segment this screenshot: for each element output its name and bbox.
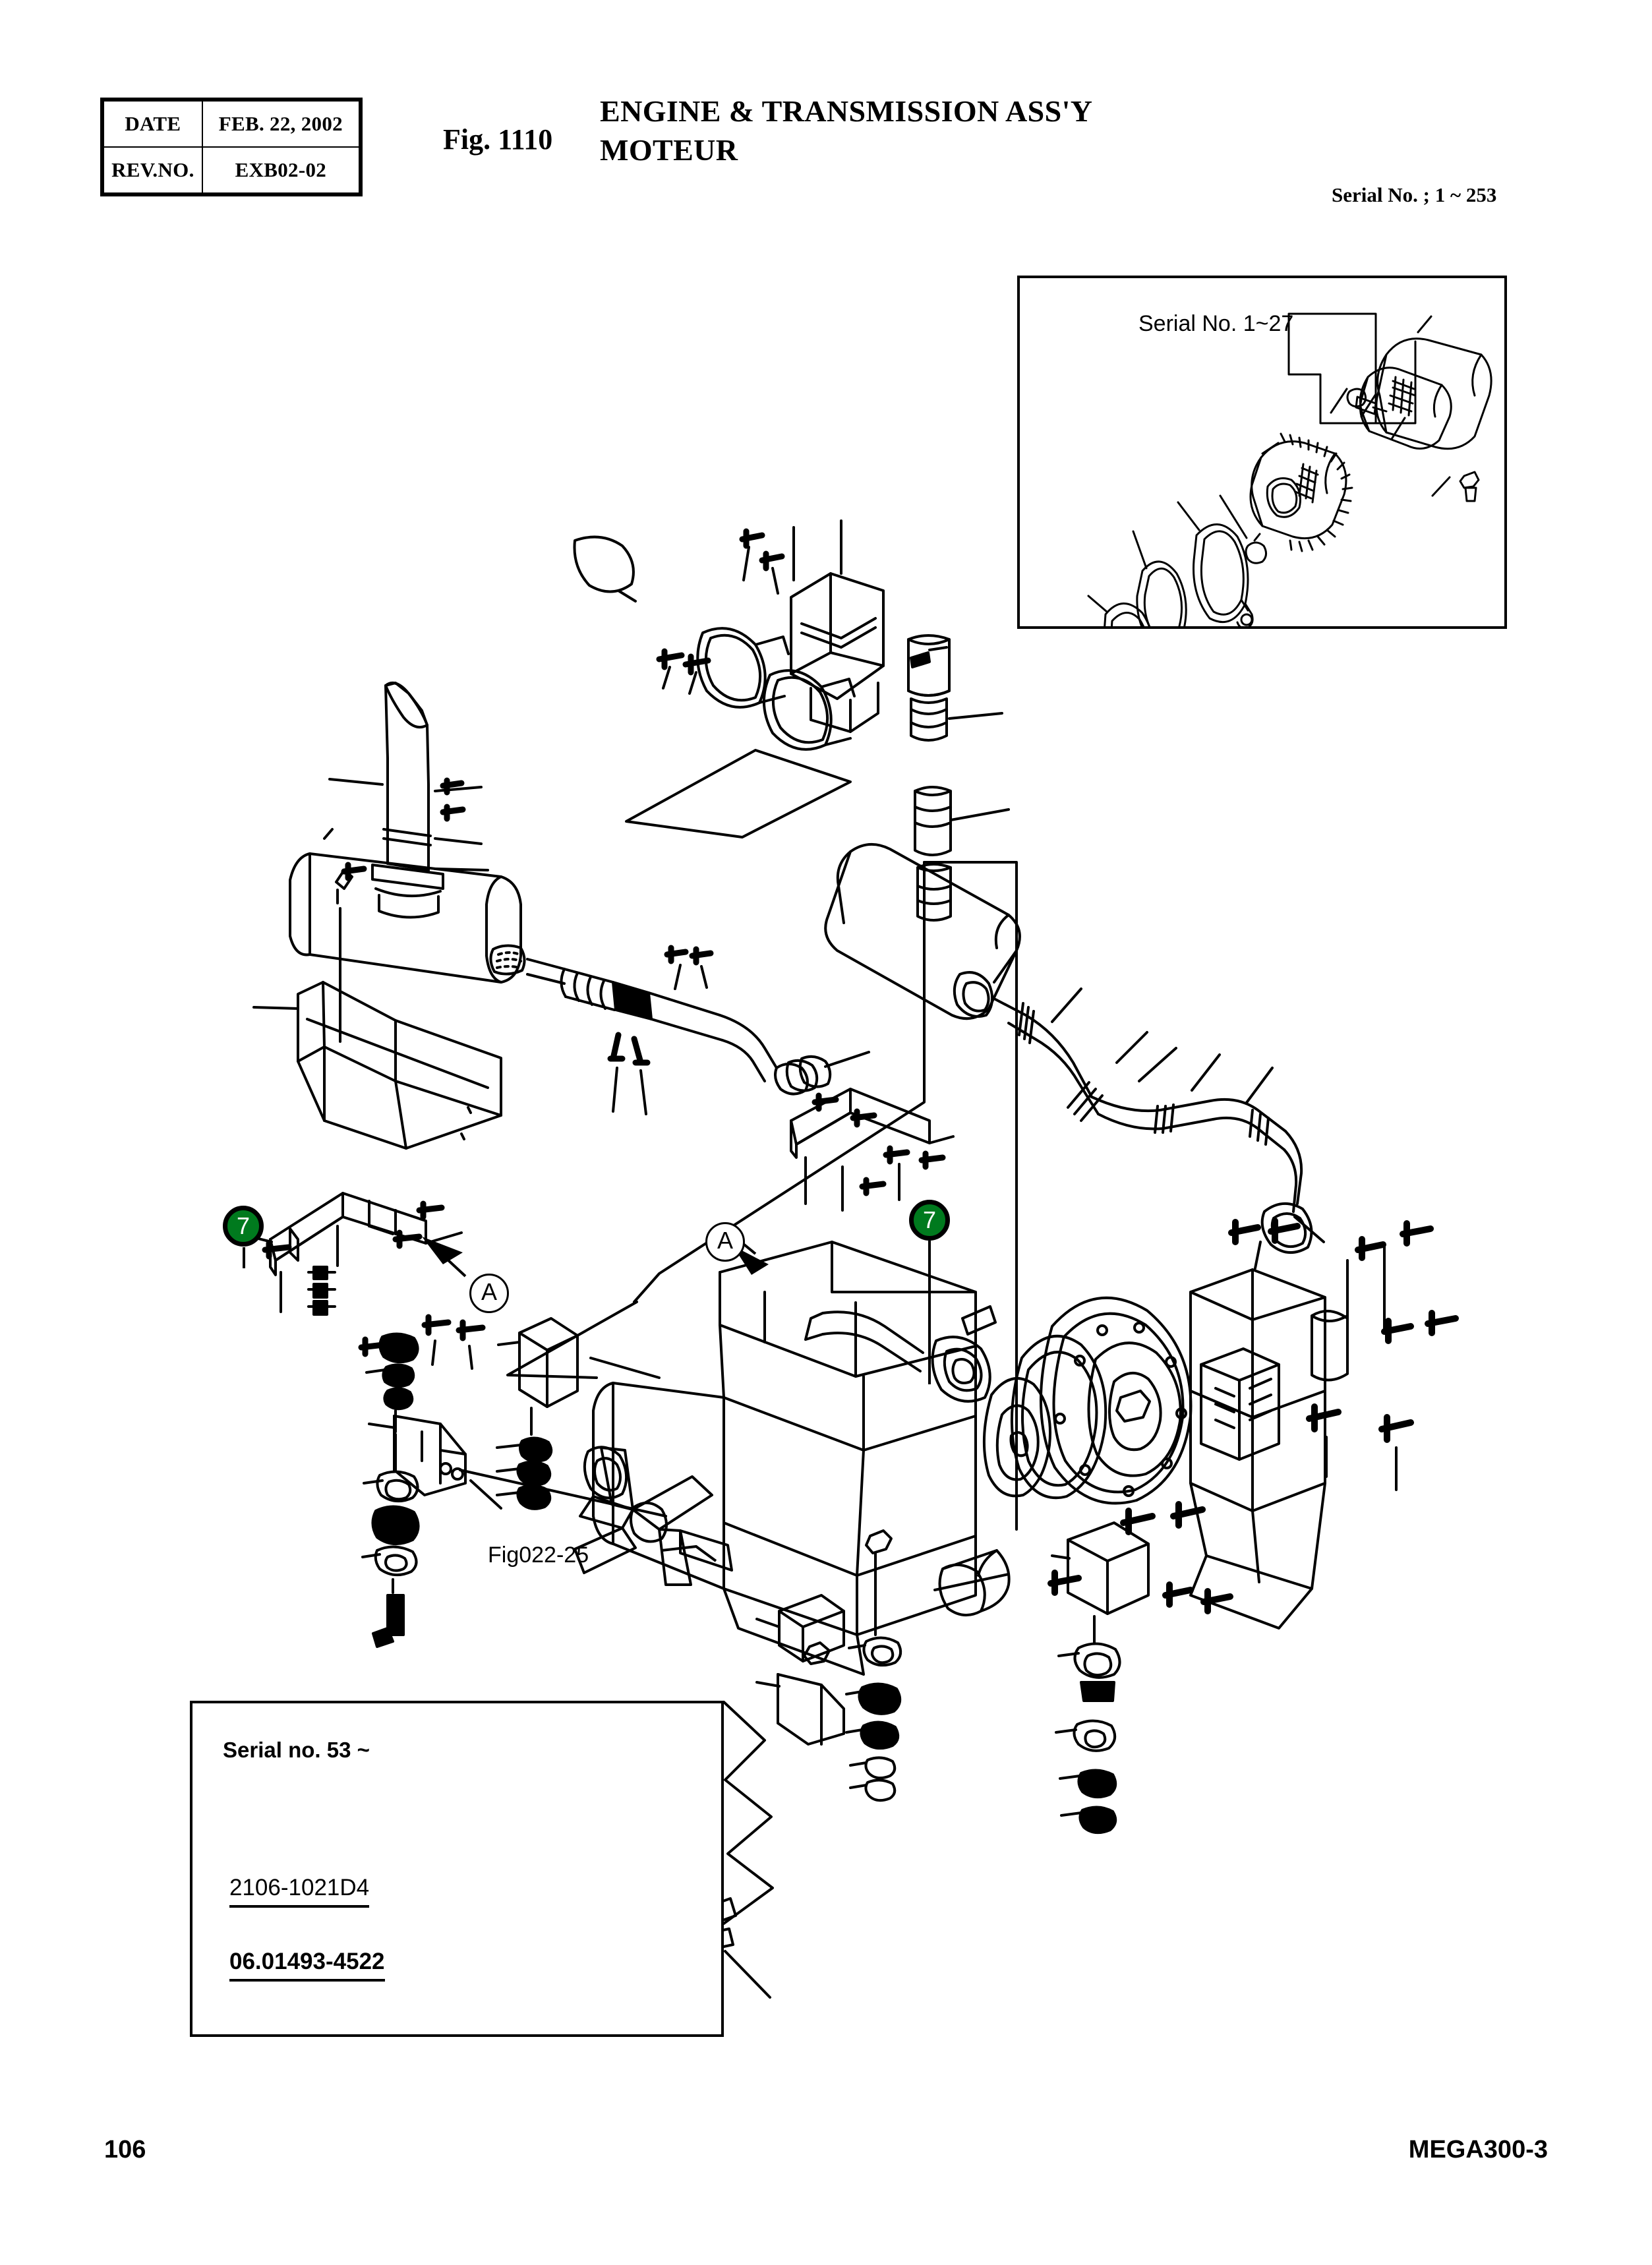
title-french: MOTEUR	[600, 132, 738, 167]
inset-air-cleaner-label: Serial No. 1~27	[1138, 311, 1294, 336]
belt-part-number-1: 2106-1021D4	[229, 1875, 370, 1908]
figure-reference-label: Fig022-25	[488, 1543, 589, 1568]
page-title: ENGINE & TRANSMISSION ASS'Y MOTEUR	[600, 92, 1092, 170]
revno-value: EXB02-02	[201, 146, 362, 195]
page-number: 106	[104, 2136, 146, 2163]
table-row: DATE FEB. 22, 2002	[102, 99, 362, 148]
section-marker-a-left: A	[469, 1274, 509, 1313]
serial-number-note: Serial No. ; 1 ~ 253	[1332, 183, 1497, 206]
title-english: ENGINE & TRANSMISSION ASS'Y	[600, 94, 1093, 128]
revno-label: REV.NO.	[102, 146, 203, 195]
inset-belt-label: Serial no. 53 ~	[223, 1738, 370, 1762]
figure-number: Fig. 1110	[443, 123, 553, 156]
section-marker-a-mid: A	[705, 1222, 745, 1262]
inset-belt-detail: Serial no. 53 ~ 2106-1021D4 06.01493-452…	[190, 1701, 724, 2037]
revision-table: DATE FEB. 22, 2002 REV.NO. EXB02-02	[100, 98, 363, 196]
belt-part-number-2: 06.01493-4522	[229, 1949, 385, 1982]
table-row: REV.NO. EXB02-02	[102, 146, 362, 195]
callout-item-7-left[interactable]: 7	[223, 1206, 264, 1247]
date-value: FEB. 22, 2002	[201, 99, 362, 148]
date-label: DATE	[102, 99, 203, 148]
model-code: MEGA300-3	[1408, 2136, 1548, 2163]
callout-item-7-right[interactable]: 7	[909, 1200, 950, 1241]
inset-air-cleaner-detail: Serial No. 1~27	[1017, 276, 1507, 629]
